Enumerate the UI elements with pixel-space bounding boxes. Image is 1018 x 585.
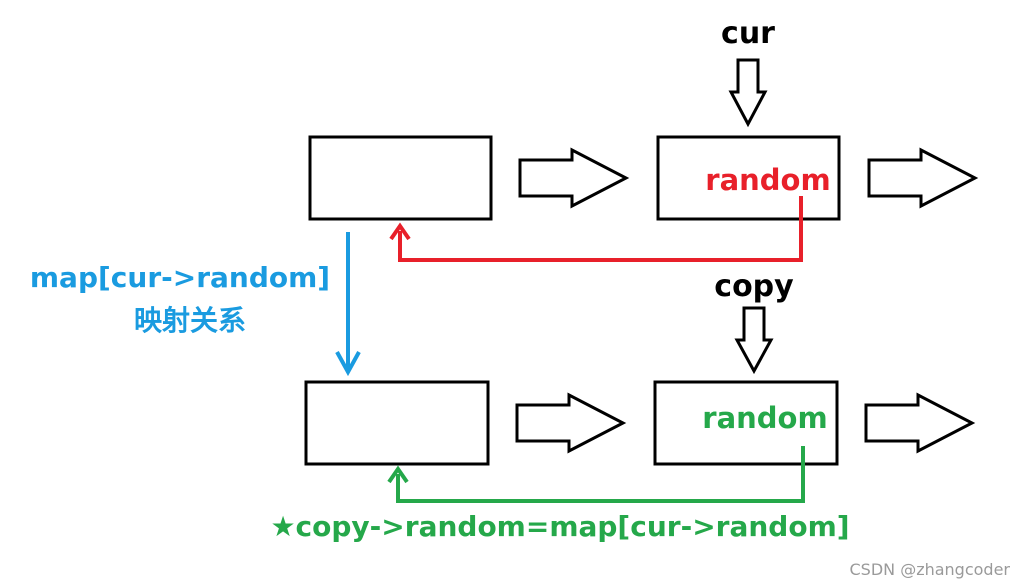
cur-random-pointer-line xyxy=(398,196,803,262)
cur-random-arrowhead xyxy=(389,222,411,241)
bottom-next-arrow-1 xyxy=(515,392,627,454)
top-next-arrow-1 xyxy=(518,147,630,209)
bottom-left-node-box xyxy=(304,380,490,466)
top-cur-node-box xyxy=(656,135,841,221)
bottom-random-label: random xyxy=(702,401,827,435)
formula-label: ★copy->random=map[cur->random] xyxy=(270,510,849,543)
cur-pointer-arrow xyxy=(728,58,768,128)
top-random-label: random xyxy=(705,163,830,197)
bottom-copy-node-box xyxy=(653,380,839,466)
bottom-next-arrow-2 xyxy=(864,392,976,454)
copy-random-pointer-line xyxy=(396,446,805,503)
copy-label: copy xyxy=(714,269,794,304)
cur-label: cur xyxy=(721,16,775,51)
copy-pointer-arrow xyxy=(734,306,774,375)
watermark-text: CSDN @zhangcoder xyxy=(849,560,1010,579)
top-next-arrow-2 xyxy=(867,147,979,209)
map-label-line2: 映射关系 xyxy=(134,304,246,337)
copy-random-arrowhead xyxy=(387,465,409,484)
map-label-line1: map[cur->random] xyxy=(30,261,330,294)
top-left-node-box xyxy=(308,135,493,221)
map-arrowhead xyxy=(335,351,361,377)
